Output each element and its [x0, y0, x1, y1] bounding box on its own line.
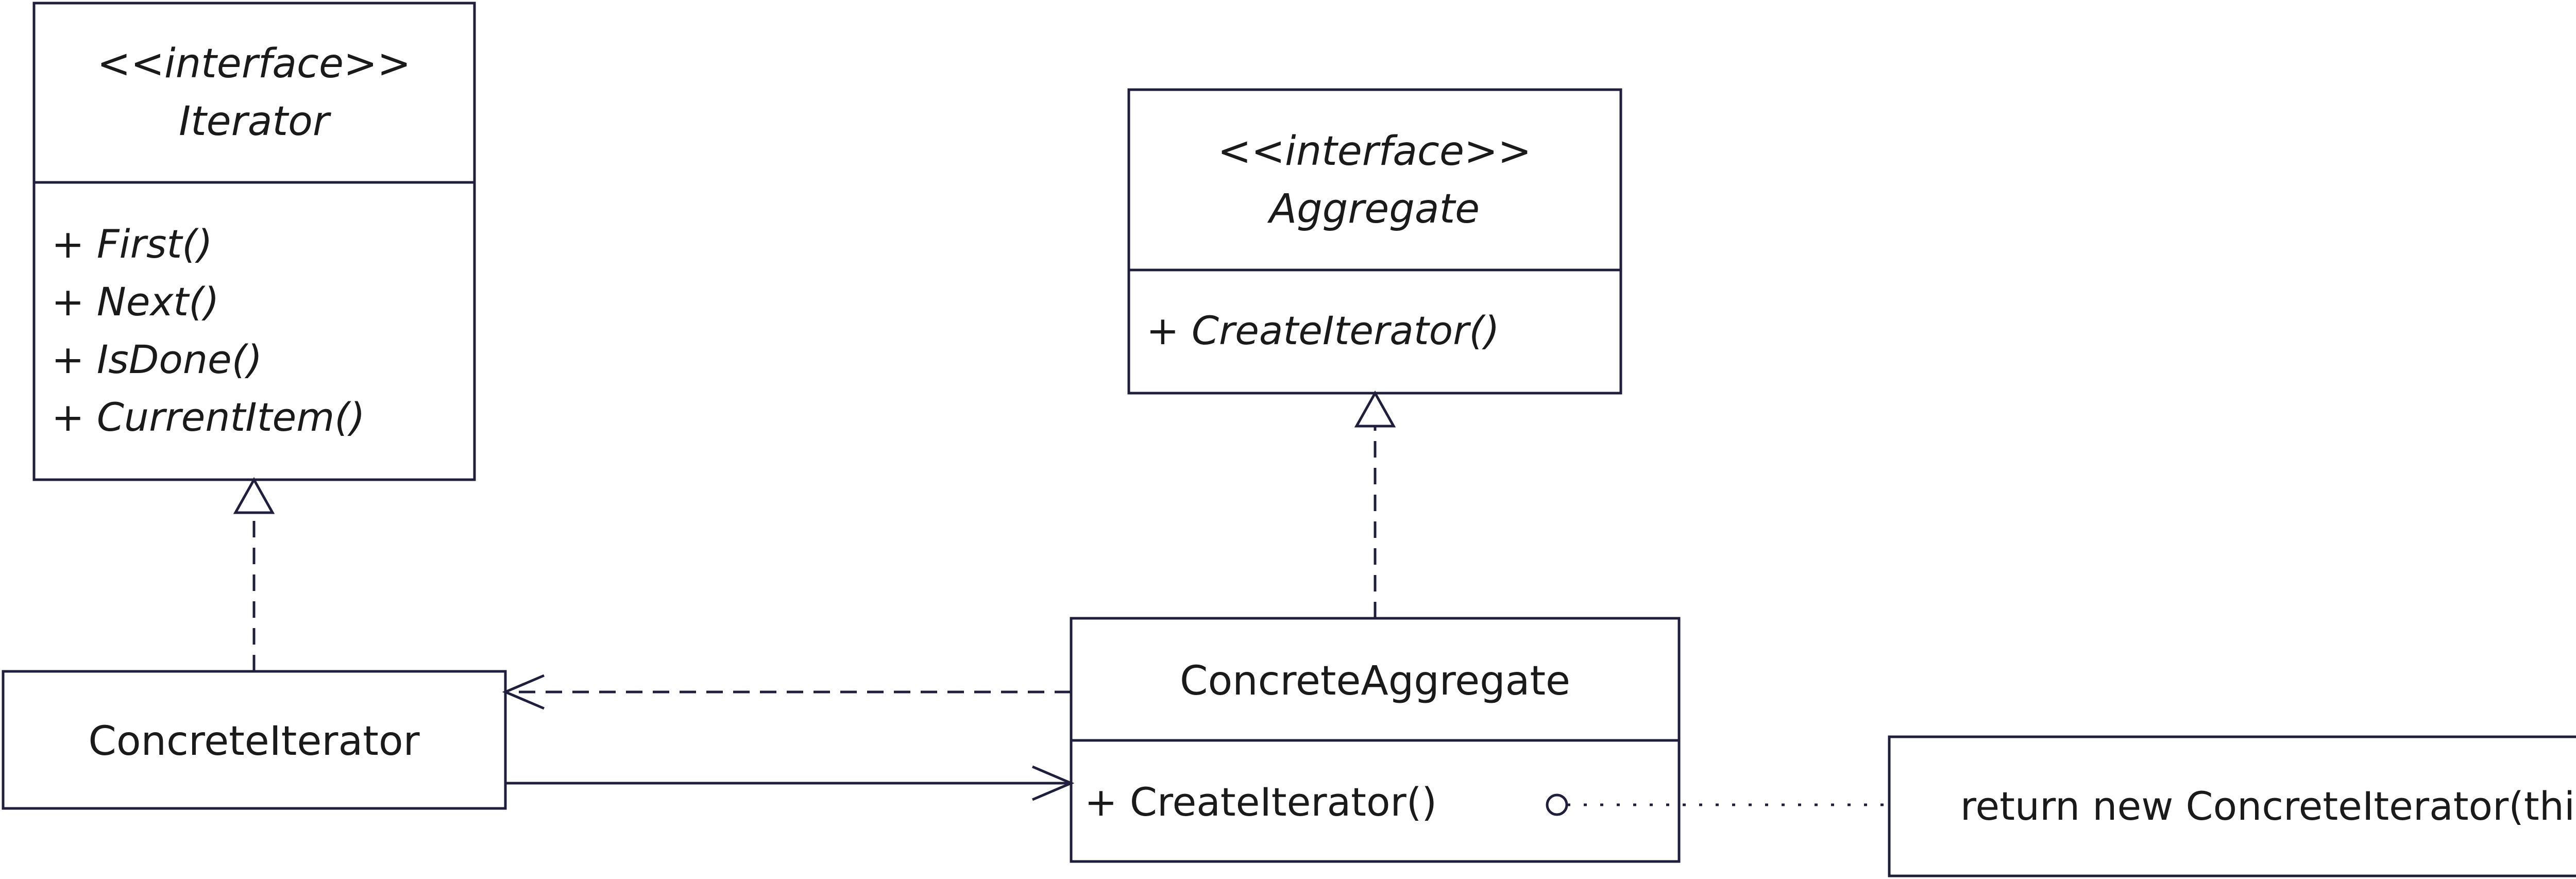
realization-triangle-iterator [233, 477, 275, 514]
concrete-iterator-box[interactable]: ConcreteIterator [2, 670, 507, 810]
iterator-stereotype: <<interface>> [97, 41, 411, 87]
association-arrowhead [1032, 765, 1075, 801]
realization-concrete-iterator-to-iterator [233, 477, 275, 671]
dependency-concrete-aggregate-to-concrete-iterator [502, 674, 1071, 710]
iterator-operation-currentitem: + CurrentItem() [52, 394, 365, 440]
aggregate-operation-createiterator: + CreateIterator() [1146, 308, 1500, 353]
dependency-arrowhead [502, 674, 545, 710]
realization-triangle-aggregate [1354, 390, 1396, 428]
iterator-operation-first: + First() [52, 221, 213, 267]
iterator-name: Iterator [179, 98, 332, 145]
concrete-iterator-name: ConcreteIterator [88, 718, 420, 765]
association-concrete-iterator-to-concrete-aggregate [505, 765, 1075, 801]
concrete-aggregate-operation-createiterator: + CreateIterator() [1084, 779, 1437, 825]
concrete-aggregate-box[interactable]: ConcreteAggregate + CreateIterator() [1070, 617, 1681, 863]
note-anchor-circle [1546, 793, 1568, 816]
concrete-aggregate-name: ConcreteAggregate [1180, 658, 1570, 704]
note-attachment [1546, 793, 1889, 816]
note-text: return new ConcreteIterator(this) [1960, 783, 2576, 829]
aggregate-interface-box[interactable]: <<interface>> Aggregate + CreateIterator… [1127, 88, 1622, 395]
aggregate-stereotype: <<interface>> [1217, 128, 1531, 175]
note-box[interactable]: return new ConcreteIterator(this) [1888, 735, 2576, 877]
aggregate-name: Aggregate [1267, 186, 1480, 232]
iterator-interface-box[interactable]: <<interface>> Iterator + First() + Next(… [32, 2, 476, 481]
realization-concrete-aggregate-to-aggregate [1354, 390, 1396, 618]
iterator-operation-isdone: + IsDone() [52, 336, 262, 382]
iterator-operation-next: + Next() [52, 279, 219, 325]
